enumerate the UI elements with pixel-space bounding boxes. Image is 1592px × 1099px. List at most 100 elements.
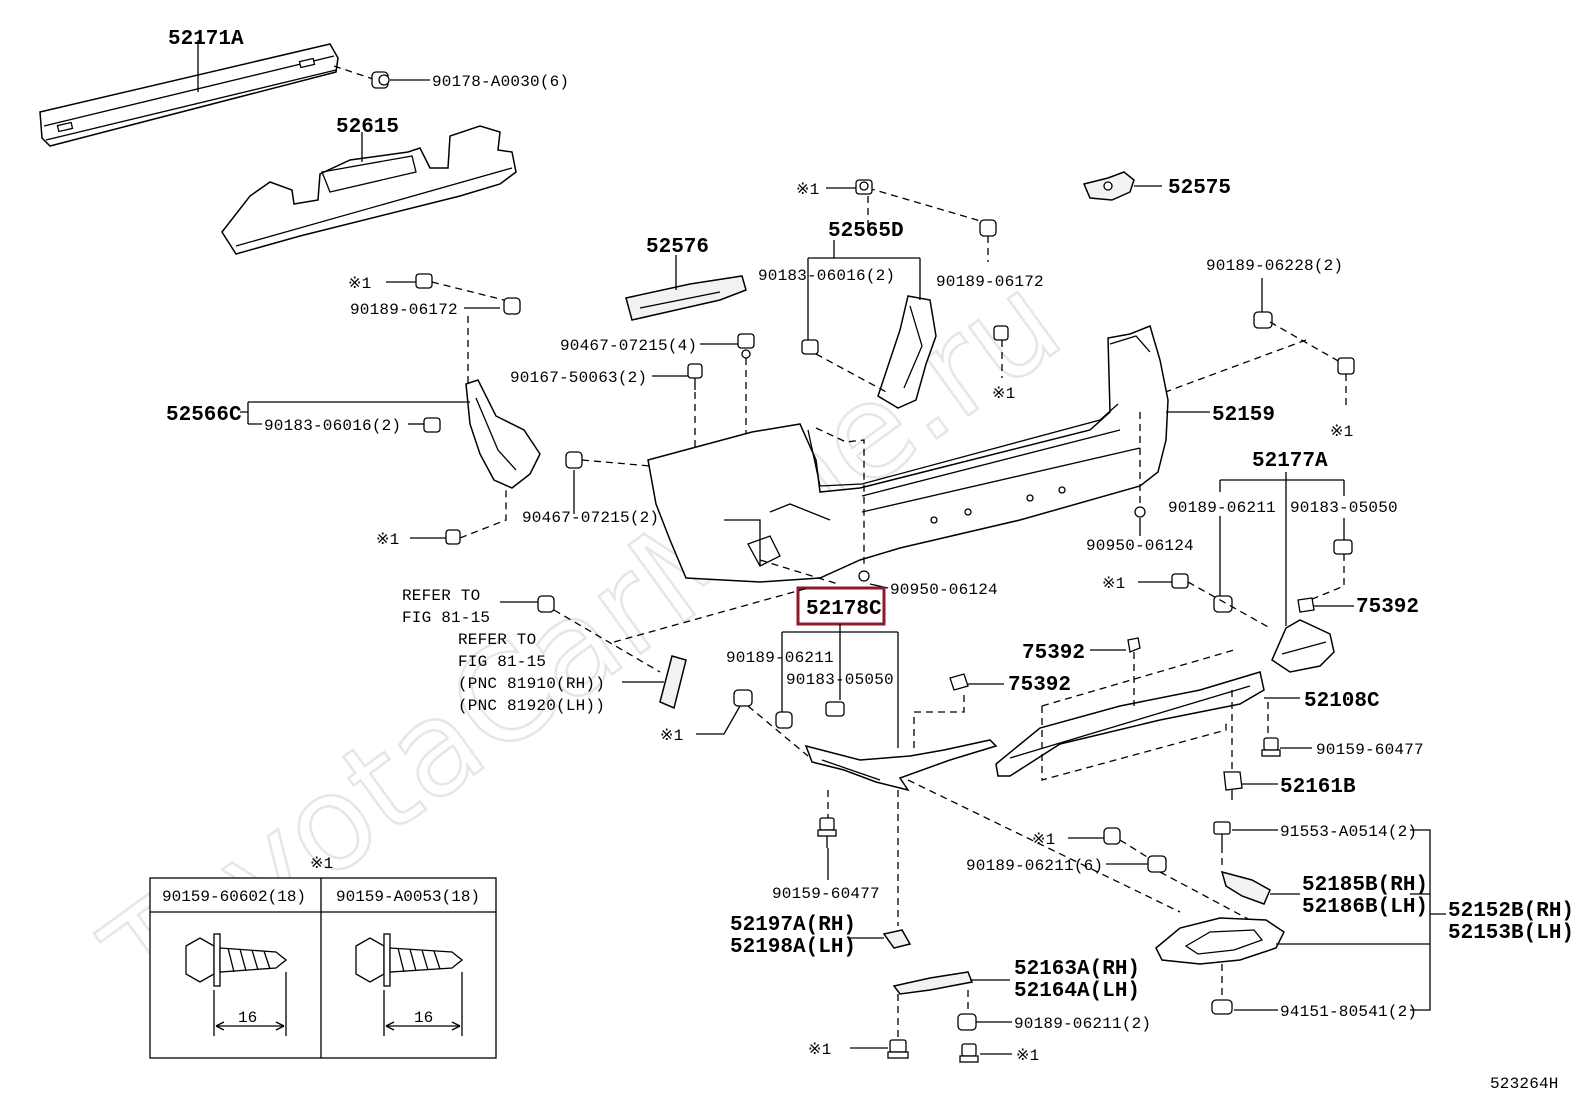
screw-star-right[interactable] bbox=[1337, 357, 1355, 375]
clip-90189-06172-left[interactable] bbox=[503, 297, 521, 315]
label-52108C[interactable]: 52108C bbox=[1304, 690, 1380, 713]
bracket-52565D[interactable] bbox=[877, 295, 937, 409]
bracket-52177A[interactable] bbox=[1271, 619, 1335, 673]
screw-star-52566C-bottom[interactable] bbox=[445, 529, 461, 545]
label-90159-60477-center[interactable]: 90159-60477 bbox=[772, 885, 880, 903]
label-90189-06172-left[interactable]: 90189-06172 bbox=[350, 301, 458, 319]
nut-90183-top[interactable] bbox=[801, 339, 819, 355]
clip-90467-07215-2[interactable] bbox=[565, 451, 583, 469]
label-52178C[interactable]: 52178C bbox=[806, 598, 882, 621]
bumper-cover-52159[interactable] bbox=[647, 324, 1169, 583]
label-90467-07215-4[interactable]: 90467-07215(4) bbox=[560, 337, 697, 355]
label-52185B[interactable]: 52185B(RH) bbox=[1302, 874, 1428, 897]
screw-90159-60477-center[interactable] bbox=[817, 817, 837, 848]
screw-star-right-mid[interactable] bbox=[1171, 573, 1189, 589]
refer-2-line-3[interactable]: (PNC 81910(RH)) bbox=[458, 675, 605, 693]
label-90950-06124-center[interactable]: 90950-06124 bbox=[890, 581, 998, 599]
label-52161B[interactable]: 52161B bbox=[1280, 776, 1356, 799]
clip-75392-mid[interactable] bbox=[1127, 637, 1141, 653]
bracket-52575[interactable] bbox=[1082, 171, 1135, 201]
label-52566C[interactable]: 52566C bbox=[166, 404, 242, 427]
label-90189-06172-top[interactable]: 90189-06172 bbox=[936, 273, 1044, 291]
clip-94151-80541[interactable] bbox=[1211, 999, 1233, 1015]
label-52565D[interactable]: 52565D bbox=[828, 220, 904, 243]
screw-star-52566C-top[interactable] bbox=[415, 273, 433, 289]
energy-absorber-52615[interactable] bbox=[221, 125, 517, 255]
label-52576[interactable]: 52576 bbox=[646, 236, 709, 259]
label-75392-left[interactable]: 75392 bbox=[1008, 674, 1071, 697]
label-90189-06211-6[interactable]: 90189-06211(6) bbox=[966, 857, 1103, 875]
clip-90189-06211-2[interactable] bbox=[957, 1013, 977, 1031]
label-52197A[interactable]: 52197A(RH) bbox=[730, 914, 856, 937]
label-52575[interactable]: 52575 bbox=[1168, 177, 1231, 200]
label-90183-06016-top[interactable]: 90183-06016(2) bbox=[758, 267, 895, 285]
clip-75392-left[interactable] bbox=[949, 673, 969, 691]
spoiler-52108C[interactable] bbox=[995, 671, 1265, 777]
label-90189-06211-2[interactable]: 90189-06211(2) bbox=[1014, 1015, 1151, 1033]
highlight-box-52178C[interactable] bbox=[796, 586, 886, 626]
label-52615[interactable]: 52615 bbox=[336, 116, 399, 139]
bracket-52185B[interactable] bbox=[1220, 870, 1271, 905]
label-90183-06016-left[interactable]: 90183-06016(2) bbox=[264, 417, 401, 435]
nut-90183-left[interactable] bbox=[423, 417, 441, 433]
exhaust-garnish-52152B[interactable] bbox=[1155, 917, 1285, 965]
label-90167-50063[interactable]: 90167-50063(2) bbox=[510, 369, 647, 387]
screw-90167-50063[interactable] bbox=[687, 363, 703, 390]
retainer-52161B[interactable] bbox=[1223, 771, 1243, 800]
clip-90189-06211-right[interactable] bbox=[1213, 595, 1233, 613]
label-91553-A0514[interactable]: 91553-A0514(2) bbox=[1280, 823, 1417, 841]
clip-nut-90178[interactable] bbox=[371, 71, 390, 89]
label-52159[interactable]: 52159 bbox=[1212, 404, 1275, 427]
label-90189-06228[interactable]: 90189-06228(2) bbox=[1206, 257, 1343, 275]
refer-2-line-1[interactable]: REFER TO bbox=[458, 631, 536, 649]
retainer-52197A[interactable] bbox=[882, 929, 912, 949]
label-90189-06211-right[interactable]: 90189-06211 bbox=[1168, 499, 1276, 517]
clip-75392-right[interactable] bbox=[1297, 597, 1315, 613]
refer-1-line-1[interactable]: REFER TO bbox=[402, 587, 480, 605]
label-52164A[interactable]: 52164A(LH) bbox=[1014, 980, 1140, 1003]
clip-90189-06228[interactable] bbox=[1253, 311, 1273, 329]
clip-90189-06211-center[interactable] bbox=[775, 711, 793, 729]
label-75392-right[interactable]: 75392 bbox=[1356, 596, 1419, 619]
screw-90159-60477-right[interactable] bbox=[1261, 737, 1281, 757]
label-90950-06124-right[interactable]: 90950-06124 bbox=[1086, 537, 1194, 555]
label-90467-07215-2[interactable]: 90467-07215(2) bbox=[522, 509, 659, 527]
bracket-52576[interactable] bbox=[625, 275, 747, 321]
clip-refer-fig-81-15[interactable] bbox=[537, 595, 555, 613]
screw-star-52565D[interactable] bbox=[993, 325, 1009, 341]
label-52152B[interactable]: 52152B(RH) bbox=[1448, 900, 1574, 923]
grommet-90950-06124-center[interactable] bbox=[858, 570, 870, 582]
label-90189-06211-center[interactable]: 90189-06211 bbox=[726, 649, 834, 667]
screw-91553-A0514[interactable] bbox=[1213, 821, 1231, 846]
label-90159-60477-right[interactable]: 90159-60477 bbox=[1316, 741, 1424, 759]
clip-90189-06172-top[interactable] bbox=[979, 219, 997, 237]
label-90178-A0030[interactable]: 90178-A0030(6) bbox=[432, 73, 569, 91]
label-94151-80541[interactable]: 94151-80541(2) bbox=[1280, 1003, 1417, 1021]
screw-star-bottom-left[interactable] bbox=[887, 1039, 909, 1059]
label-52198A[interactable]: 52198A(LH) bbox=[730, 936, 856, 959]
bracket-52163A[interactable] bbox=[892, 971, 974, 995]
reflector-81910[interactable] bbox=[659, 655, 687, 710]
label-90183-05050-right[interactable]: 90183-05050 bbox=[1290, 499, 1398, 517]
label-52171A[interactable]: 52171A bbox=[168, 28, 244, 51]
refer-2-line-4[interactable]: (PNC 81920(LH)) bbox=[458, 697, 605, 715]
refer-2-line-2[interactable]: FIG 81-15 bbox=[458, 653, 546, 671]
screw-top-star[interactable] bbox=[855, 179, 873, 195]
reinforcement-beam-52171A[interactable] bbox=[39, 43, 339, 147]
nut-90183-05050-center[interactable] bbox=[825, 701, 845, 717]
garnish-52178C[interactable] bbox=[804, 739, 998, 792]
nut-90183-05050-right[interactable] bbox=[1333, 539, 1353, 555]
clip-90189-06211-6[interactable] bbox=[1147, 855, 1167, 873]
refer-1-line-2[interactable]: FIG 81-15 bbox=[402, 609, 490, 627]
label-52186B[interactable]: 52186B(LH) bbox=[1302, 896, 1428, 919]
label-75392-mid[interactable]: 75392 bbox=[1022, 642, 1085, 665]
screw-90467-07215-4[interactable] bbox=[737, 333, 755, 359]
label-52153B[interactable]: 52153B(LH) bbox=[1448, 922, 1574, 945]
screw-star-bottom-mid[interactable] bbox=[959, 1043, 979, 1063]
label-90183-05050-center[interactable]: 90183-05050 bbox=[786, 671, 894, 689]
grommet-90950-06124-right[interactable] bbox=[1134, 506, 1146, 518]
label-52163A[interactable]: 52163A(RH) bbox=[1014, 958, 1140, 981]
bracket-52566C[interactable] bbox=[465, 379, 541, 489]
screw-star-lower-left[interactable] bbox=[733, 689, 753, 707]
label-52177A[interactable]: 52177A bbox=[1252, 450, 1328, 473]
